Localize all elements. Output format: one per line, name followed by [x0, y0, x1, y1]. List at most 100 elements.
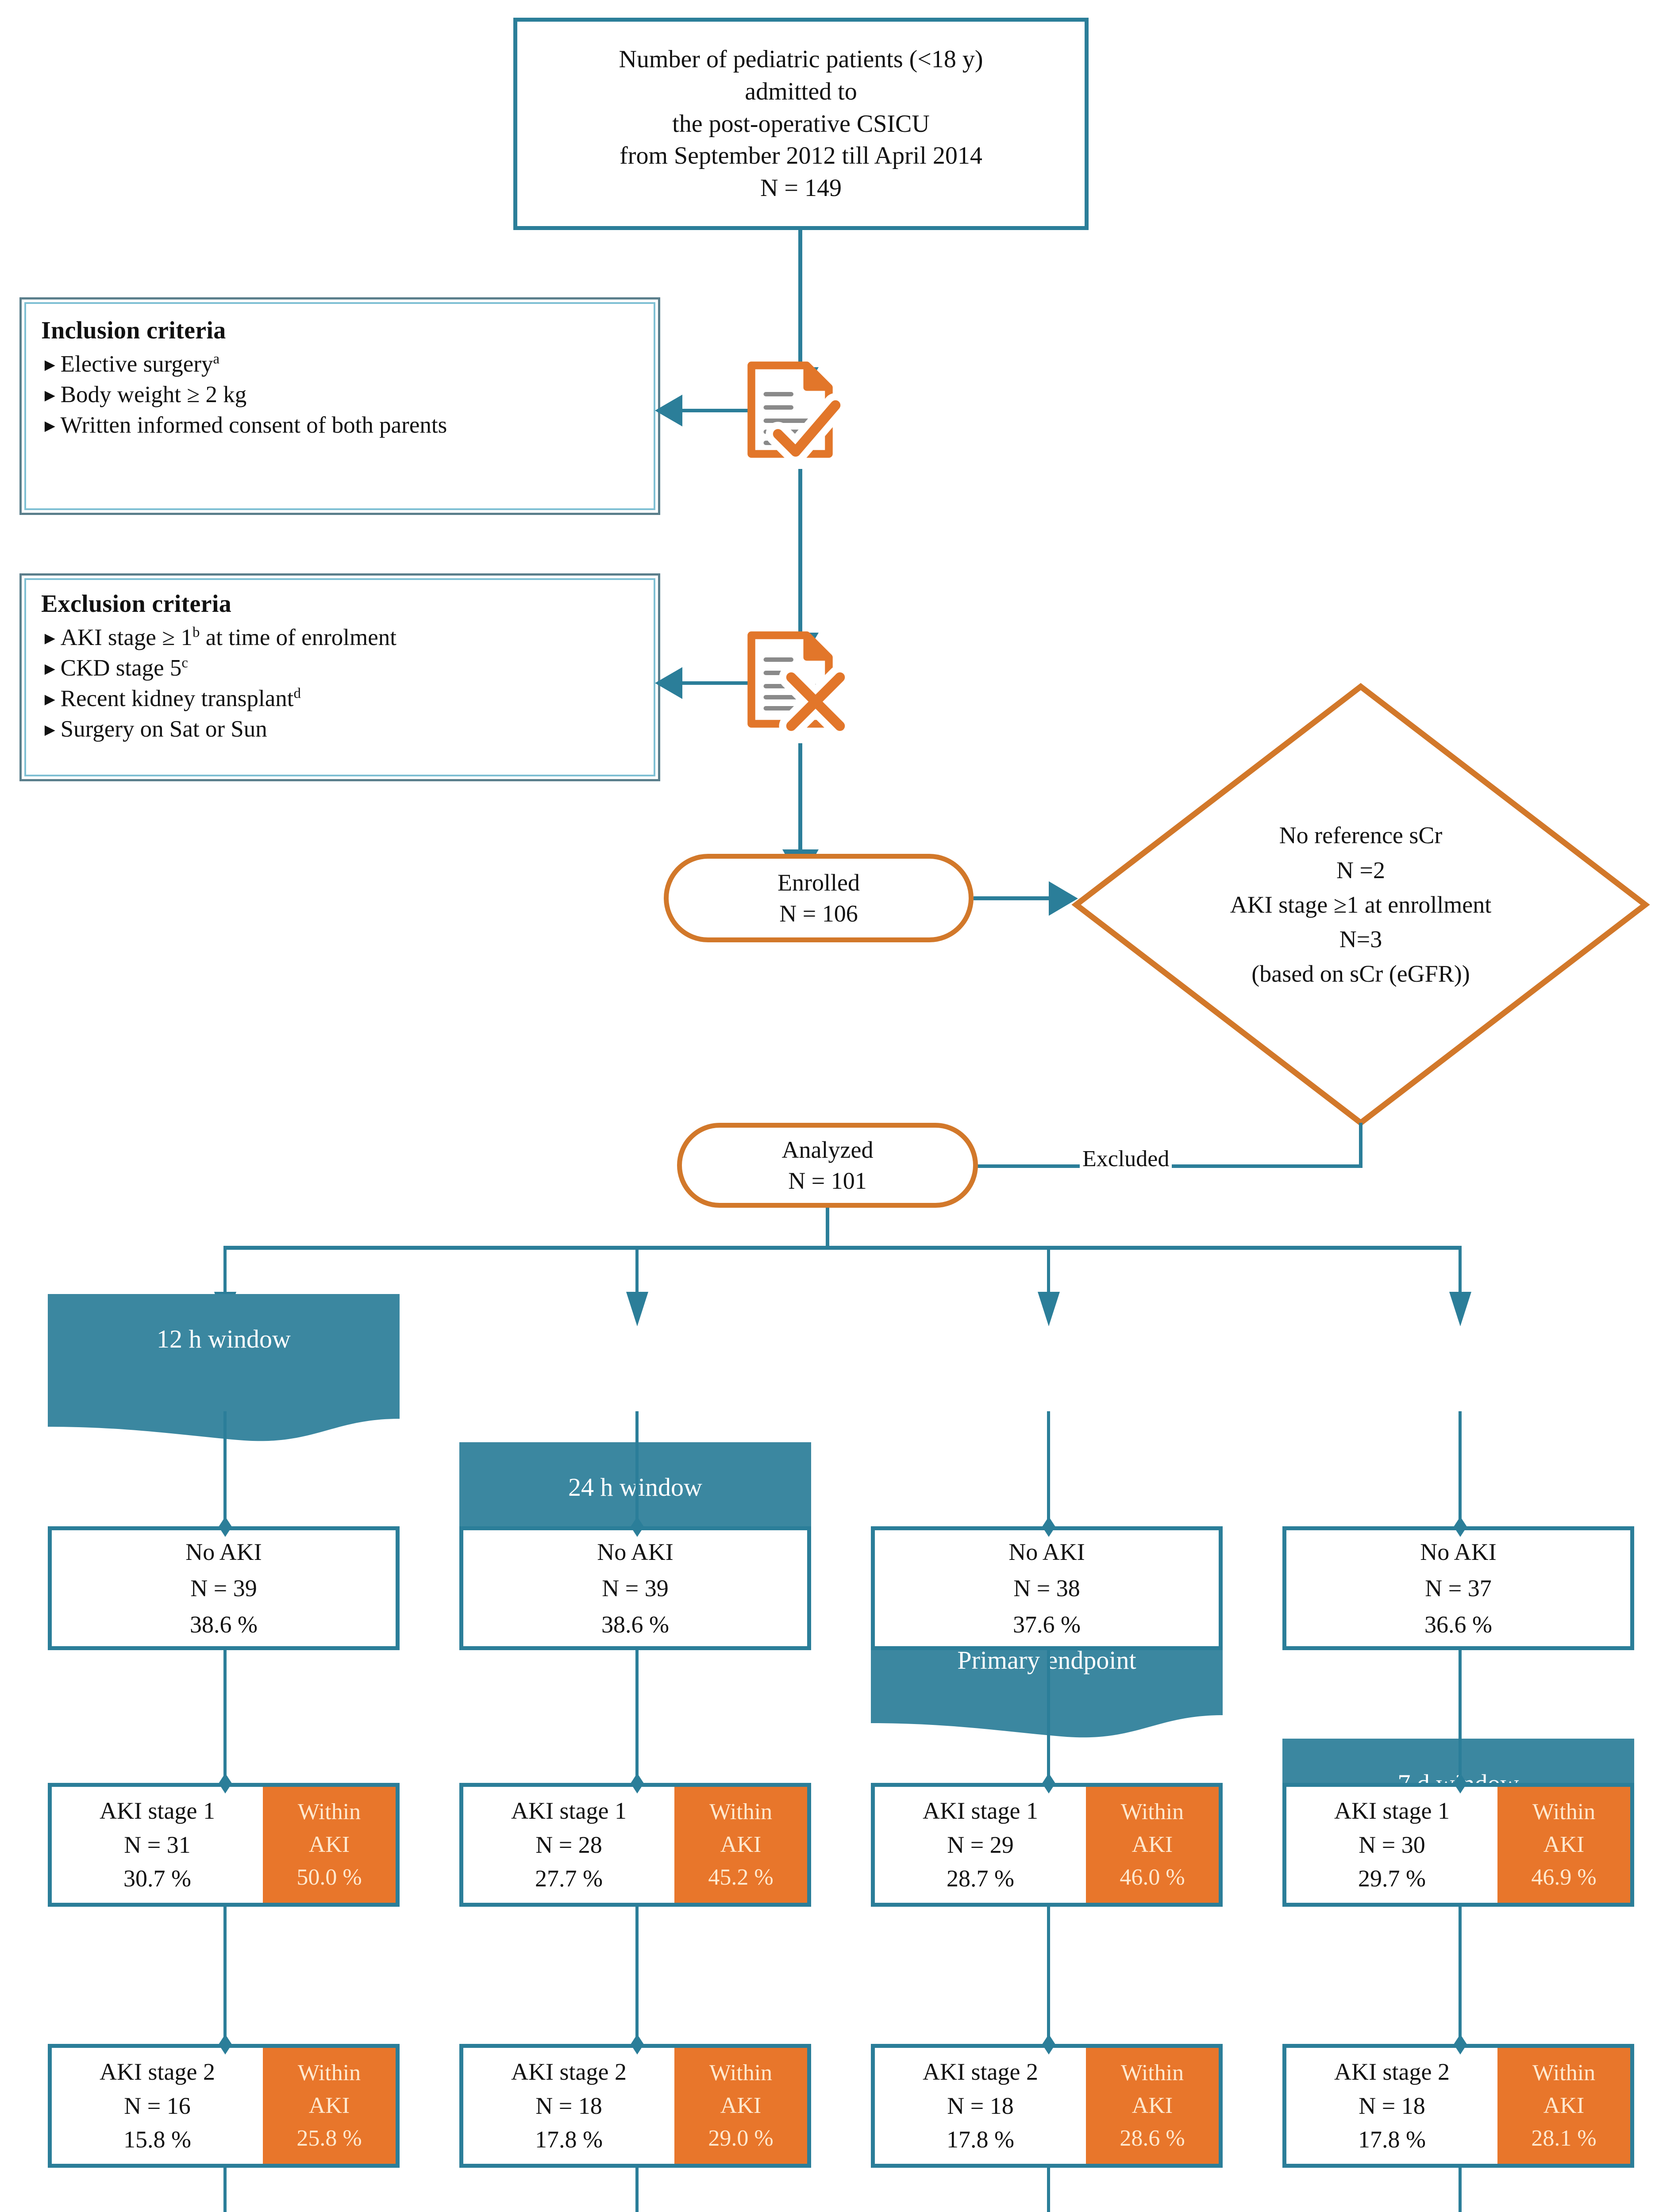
- cell-count: N = 31: [124, 1831, 191, 1858]
- exclusion-item-1: ►AKI stage ≥ 1b at time of enrolment: [41, 624, 396, 650]
- cell-aki1-24h: AKI stage 1 N = 28 27.7 % Within AKI 45.…: [459, 1783, 811, 1907]
- cell-label: AKI stage 2: [1334, 2058, 1450, 2085]
- within-line-2: AKI: [1543, 1832, 1585, 1858]
- within-line-1: Within: [297, 2060, 361, 2086]
- within-line-1: Within: [297, 1799, 361, 1825]
- cell-percent: 17.8 %: [535, 2126, 603, 2153]
- connector-branch-4: [1459, 1246, 1462, 1299]
- top-box-line-1: Number of pediatric patients (<18 y): [619, 46, 983, 73]
- connector-lower-trunk: [798, 743, 802, 858]
- connector-exclusion: [677, 681, 788, 685]
- cell-percent: 29.7 %: [1358, 1865, 1426, 1892]
- connector-enrolled-to-diamond: [974, 896, 1053, 900]
- bullet-triangle-icon: ►: [41, 385, 59, 405]
- cell-count: N = 39: [190, 1575, 257, 1601]
- arrowhead-branch-3: [1038, 1292, 1060, 1326]
- connector-inclusion: [677, 409, 788, 412]
- cell-count: N = 18: [947, 2092, 1014, 2119]
- diamond-line-3: AKI stage ≥1 at enrollment: [1230, 891, 1492, 918]
- excluded-edge-label: Excluded: [1080, 1146, 1172, 1172]
- analyzed-count: N = 101: [788, 1167, 867, 1194]
- diamond-line-5: (based on sCr (eGFR)): [1251, 960, 1470, 987]
- cell-no-aki-48h: No AKI N = 38 37.6 %: [871, 1526, 1223, 1650]
- arrowhead-exclusion: [655, 667, 682, 699]
- arrowhead-branch-4: [1449, 1292, 1471, 1326]
- cell-percent: 15.8 %: [123, 2126, 191, 2153]
- cell-no-aki-12h: No AKI N = 39 38.6 %: [48, 1526, 400, 1650]
- enrolled-node: Enrolled N = 106: [664, 854, 974, 942]
- cell-count: N = 16: [124, 2092, 191, 2119]
- bullet-triangle-icon: ►: [41, 719, 59, 740]
- cell-count: N = 18: [1359, 2092, 1425, 2119]
- connector-mid-trunk: [798, 469, 802, 641]
- cell-count: N = 38: [1013, 1575, 1080, 1601]
- exclusion-item-3: ►Recent kidney transplantd: [41, 685, 301, 711]
- inclusion-item-3: ►Written informed consent of both parent…: [41, 412, 447, 438]
- cell-count: N = 30: [1359, 1831, 1425, 1858]
- banner-3-line-2: Primary endpoint: [957, 1646, 1136, 1675]
- bullet-triangle-icon: ►: [41, 628, 59, 648]
- within-aki-badge: Within AKI 29.0 %: [674, 2048, 807, 2164]
- cell-count: N = 29: [947, 1831, 1014, 1858]
- top-box-line-4: from September 2012 till April 2014: [620, 142, 982, 170]
- connector-branch-1: [223, 1246, 227, 1299]
- diamond-line-2: N =2: [1336, 856, 1385, 883]
- cell-percent: 27.7 %: [535, 1865, 603, 1892]
- within-line-2: AKI: [1132, 1832, 1173, 1858]
- connector-branch-2: [635, 1246, 639, 1299]
- within-line-1: Within: [1120, 2060, 1184, 2086]
- top-box-line-3: the post-operative CSICU: [672, 110, 930, 138]
- connector-top-trunk: [798, 230, 802, 376]
- within-percent: 50.0 %: [296, 1864, 362, 1890]
- banner-1-line-1: 12 h window: [157, 1325, 291, 1353]
- cell-label: AKI stage 1: [1334, 1797, 1450, 1824]
- within-percent: 46.9 %: [1531, 1864, 1597, 1890]
- cell-aki1-48h: AKI stage 1 N = 29 28.7 % Within AKI 46.…: [871, 1783, 1223, 1907]
- within-line-2: AKI: [720, 1832, 762, 1858]
- enrolled-count: N = 106: [779, 900, 858, 927]
- within-line-1: Within: [1120, 1799, 1184, 1825]
- window-banner-1: 12 h window: [48, 1294, 400, 1442]
- arrowhead-inclusion: [655, 395, 682, 426]
- cell-label: No AKI: [597, 1538, 674, 1565]
- exclusion-item-2: ►CKD stage 5c: [41, 655, 188, 681]
- cell-no-aki-24h: No AKI N = 39 38.6 %: [459, 1526, 811, 1650]
- inclusion-title: Inclusion criteria: [41, 317, 226, 344]
- within-line-2: AKI: [308, 1832, 350, 1858]
- within-percent: 25.8 %: [296, 2125, 362, 2151]
- cell-percent: 28.7 %: [947, 1865, 1014, 1892]
- bullet-triangle-icon: ►: [41, 415, 59, 436]
- inclusion-criteria-box: Inclusion criteria ►Elective surgerya ►B…: [19, 297, 660, 515]
- bullet-triangle-icon: ►: [41, 689, 59, 709]
- exclusion-criteria-box: Exclusion criteria ►AKI stage ≥ 1b at ti…: [19, 573, 660, 781]
- banner-2-line-1: 24 h window: [568, 1473, 702, 1502]
- arrowhead-branch-2: [626, 1292, 648, 1326]
- cell-aki2-24h: AKI stage 2 N = 18 17.8 % Within AKI 29.…: [459, 2044, 811, 2168]
- cell-aki1-12h: AKI stage 1 N = 31 30.7 % Within AKI 50.…: [48, 1783, 400, 1907]
- cell-count: N = 39: [602, 1575, 669, 1601]
- within-line-2: AKI: [1543, 2093, 1585, 2119]
- top-enrollment-box: Number of pediatric patients (<18 y) adm…: [513, 18, 1089, 230]
- inclusion-item-1: ►Elective surgerya: [41, 351, 220, 377]
- within-line-1: Within: [709, 2060, 773, 2086]
- document-check-icon: [747, 361, 848, 464]
- within-percent: 29.0 %: [708, 2125, 774, 2151]
- cell-percent: 17.8 %: [947, 2126, 1014, 2153]
- connector-diamond-down: [1359, 1123, 1362, 1167]
- within-line-1: Within: [1532, 2060, 1596, 2086]
- within-line-2: AKI: [1132, 2093, 1173, 2119]
- cell-percent: 38.6 %: [190, 1611, 258, 1638]
- arrowhead-to-diamond: [1049, 881, 1078, 916]
- cell-label: AKI stage 2: [511, 2058, 627, 2085]
- cell-label: AKI stage 1: [511, 1797, 627, 1824]
- cell-count: N = 37: [1425, 1575, 1492, 1601]
- within-aki-badge: Within AKI 50.0 %: [263, 1787, 396, 1903]
- within-aki-badge: Within AKI 25.8 %: [263, 2048, 396, 2164]
- bullet-triangle-icon: ►: [41, 355, 59, 375]
- inclusion-item-2: ►Body weight ≥ 2 kg: [41, 381, 247, 407]
- within-aki-badge: Within AKI 45.2 %: [674, 1787, 807, 1903]
- within-percent: 28.6 %: [1120, 2125, 1185, 2151]
- within-line-1: Within: [709, 1799, 773, 1825]
- within-percent: 46.0 %: [1120, 1864, 1185, 1890]
